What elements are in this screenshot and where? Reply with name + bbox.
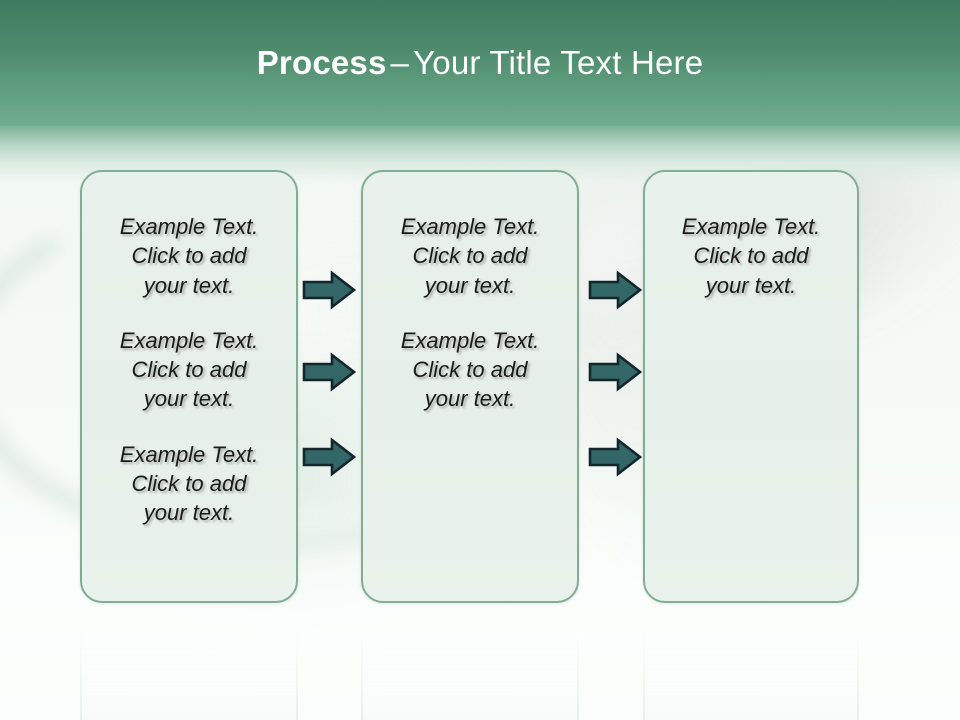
stage-1-text-block-2[interactable]: Example Text. Click to add your text. [119, 327, 259, 412]
title-banner [0, 0, 960, 126]
stage-2-text-block-2[interactable]: Example Text. Click to add your text. [400, 327, 540, 412]
stage-3-content: Example Text. Click to add your text. [645, 172, 857, 300]
process-stage-1[interactable]: Example Text. Click to add your text. Ex… [80, 170, 298, 603]
page-title-rest: Your Title Text Here [413, 44, 704, 81]
stage-1-content: Example Text. Click to add your text. Ex… [82, 172, 296, 527]
stage-2-content: Example Text. Click to add your text. Ex… [363, 172, 577, 414]
stage-3-text-block-1[interactable]: Example Text. Click to add your text. [681, 214, 821, 298]
right-arrow-icon-col1-row1[interactable] [302, 270, 356, 310]
page-title-separator: – [390, 44, 410, 81]
page-title: Process – Your Title Text Here [0, 0, 960, 126]
right-arrow-icon-col2-row1[interactable] [588, 270, 642, 310]
stage-2-text-block-1[interactable]: Example Text. Click to add your text. [400, 214, 540, 298]
stage-1-text-block-1[interactable]: Example Text. Click to add your text. [119, 214, 259, 298]
right-arrow-icon-col1-row2[interactable] [302, 352, 356, 392]
page-title-bold: Process [256, 44, 387, 81]
right-arrow-icon-col2-row3[interactable] [588, 437, 642, 477]
stage-1-text-block-3[interactable]: Example Text. Click to add your text. [119, 441, 259, 526]
right-arrow-icon-col1-row3[interactable] [302, 437, 356, 477]
right-arrow-icon-col2-row2[interactable] [588, 352, 642, 392]
process-stage-2[interactable]: Example Text. Click to add your text. Ex… [361, 170, 579, 603]
process-stage-3[interactable]: Example Text. Click to add your text. [643, 170, 859, 603]
